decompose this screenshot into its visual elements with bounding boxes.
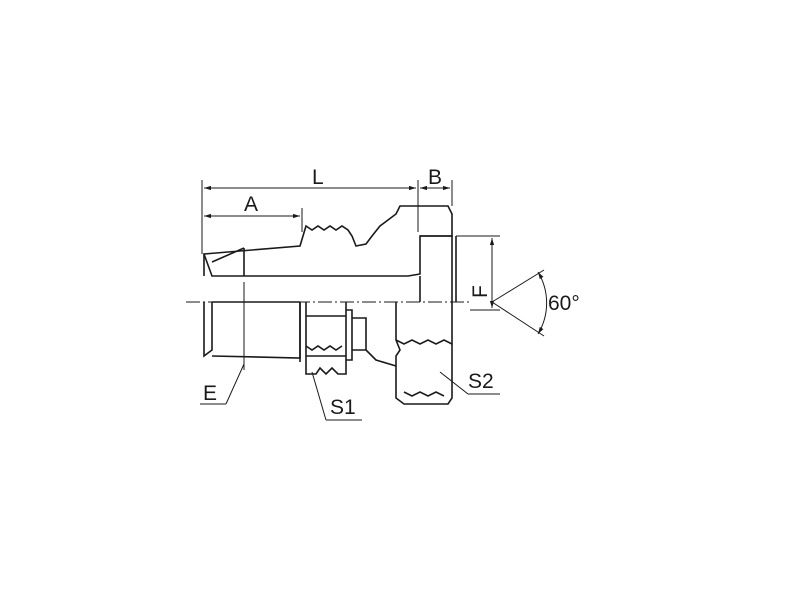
- dimension-L: L: [201, 166, 453, 254]
- label-A: A: [244, 193, 258, 216]
- pipe-thread-lower: [203, 282, 301, 370]
- label-B: B: [428, 166, 442, 189]
- leader-S1: S1: [311, 371, 362, 421]
- pipe-thread-upper: [203, 247, 245, 276]
- label-angle: 60°: [548, 292, 580, 315]
- label-E: E: [203, 382, 217, 405]
- dimension-F: F: [456, 235, 500, 311]
- dimension-B: B: [420, 166, 450, 191]
- label-F: F: [469, 285, 492, 298]
- label-S1: S1: [330, 396, 356, 419]
- hex-s1: [299, 302, 367, 376]
- upper-section-hatched: [202, 205, 453, 277]
- cone-angle-60: 60°: [491, 269, 580, 337]
- dimension-A: A: [204, 193, 303, 232]
- label-S2: S2: [468, 370, 494, 393]
- label-L: L: [312, 166, 324, 189]
- leader-S2: S2: [439, 370, 500, 395]
- hex-s2: [365, 235, 457, 405]
- leader-E: E: [200, 363, 245, 405]
